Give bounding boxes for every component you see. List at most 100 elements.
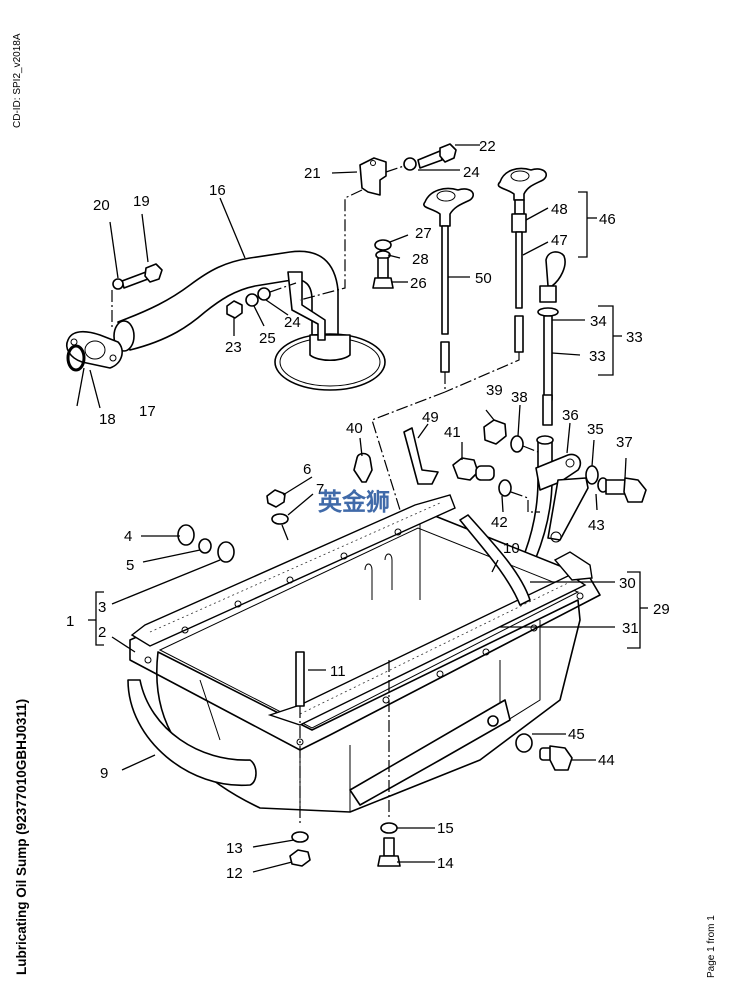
callout-18: 18 [99,411,116,428]
drain-plug[interactable] [177,524,195,546]
dipstick-tip [440,341,450,373]
callout-labels: 1 2 3 4 5 6 7 9 10 11 12 13 14 15 16 17 … [66,138,670,882]
callout-34: 34 [590,313,607,330]
callout-13: 13 [226,840,243,857]
callout-31: 31 [622,620,639,637]
dipstick-tube-assembly [177,419,647,626]
callout-33-group: 33 [626,329,643,346]
callout-5: 5 [126,557,134,574]
callout-38: 38 [511,389,528,406]
bolt-washer[interactable] [380,822,398,834]
sump-bolt[interactable] [383,837,395,857]
callout-20: 20 [93,197,110,214]
dipstick-handle-2[interactable] [497,167,547,201]
dipstick-rod-3[interactable] [543,315,553,401]
callout-36: 36 [562,407,579,424]
sump-deep-well [349,699,511,806]
callout-26: 26 [410,275,427,292]
callout-3: 3 [98,599,106,616]
callout-22: 22 [479,138,496,155]
dipstick-rod[interactable] [441,225,449,335]
bolt-head-2 [623,477,647,503]
dipstick-assemblies [423,167,566,426]
callout-7: 7 [316,481,324,498]
callout-10: 10 [503,540,520,557]
callout-39: 39 [486,382,503,399]
tube-washer[interactable] [510,435,524,453]
callout-41: 41 [444,424,461,441]
callout-45: 45 [568,726,585,743]
dipstick-seal[interactable] [537,307,559,317]
gauge-plug[interactable] [266,489,286,508]
callout-43: 43 [588,517,605,534]
callout-37: 37 [616,434,633,451]
plug-screw[interactable] [377,257,389,279]
callout-24-lower: 24 [284,314,301,331]
stud-nut[interactable] [289,849,311,867]
watermark: 英金狮 [318,488,390,516]
callout-leaders [76,144,648,873]
gauge-washer[interactable] [271,513,289,525]
callout-21: 21 [304,165,321,182]
gasket-corner [553,551,593,581]
callout-19: 19 [133,193,150,210]
dipstick-rod-2[interactable] [515,231,523,309]
callout-46: 46 [599,211,616,228]
dipstick-cap [539,285,557,303]
callout-15: 15 [437,820,454,837]
bracket-washer-2[interactable] [585,465,599,485]
end-seal-rear[interactable] [127,679,257,787]
adaptor-fitting[interactable] [452,457,479,481]
callout-28: 28 [412,251,429,268]
flange-bolt[interactable] [121,271,149,289]
oil-sump-body [127,494,601,867]
pipe-support-bracket[interactable] [359,157,387,196]
strainer-neck [309,334,351,362]
strainer-bell[interactable] [274,333,386,391]
callout-11: 11 [330,663,346,680]
tube-bracket-plate [547,477,589,541]
bracket-bolt[interactable] [417,150,443,169]
plain-washer[interactable] [257,287,271,301]
callout-44: 44 [598,752,615,769]
sump-stud[interactable] [295,651,305,707]
callout-6: 6 [303,461,311,478]
callout-25: 25 [259,330,276,347]
bracket-nut[interactable] [226,300,243,319]
callout-35: 35 [587,421,604,438]
callout-23: 23 [225,339,242,356]
drain-washer[interactable] [198,538,212,554]
spring-washer[interactable] [245,293,259,307]
stud-washer[interactable] [291,831,309,843]
callout-49: 49 [422,409,439,426]
tube-bracket[interactable] [535,453,582,491]
drain-plug-washer[interactable] [515,733,533,753]
bracket-washer[interactable] [403,157,417,171]
callout-12: 12 [226,865,243,882]
union-nut[interactable] [483,419,507,445]
o-ring[interactable] [66,344,86,372]
end-seal-front[interactable] [459,514,531,606]
blanking-plug[interactable] [353,452,373,483]
callout-9: 9 [100,765,108,782]
adaptor-washer[interactable] [498,479,512,497]
drain-insert[interactable] [217,541,235,563]
tube-clip[interactable] [403,427,439,485]
sump-flange[interactable] [129,509,601,751]
sealing-washer[interactable] [374,239,392,251]
pipe-bracket [287,271,326,341]
callout-48: 48 [551,201,568,218]
callout-27: 27 [415,225,432,242]
dipstick-handle[interactable] [423,187,474,227]
callout-4: 4 [124,528,132,545]
dipstick-sleeve[interactable] [511,213,527,233]
callout-17: 17 [139,403,156,420]
callout-24-upper: 24 [463,164,480,181]
sump-gasket-side[interactable] [130,494,456,647]
flange-washer[interactable] [112,278,124,290]
callout-33-rod: 33 [589,348,606,365]
callout-30: 30 [619,575,636,592]
callout-42: 42 [491,514,508,531]
dipstick-ring-handle[interactable] [545,251,566,287]
